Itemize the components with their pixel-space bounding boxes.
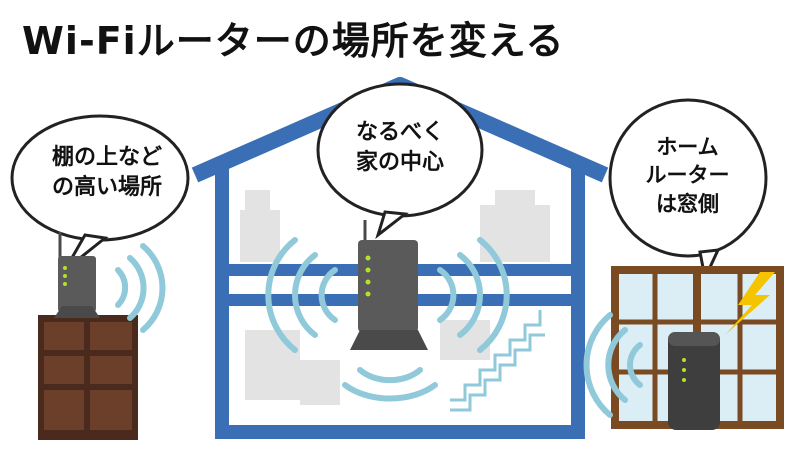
lightning-icon <box>725 272 775 335</box>
wifi-wave-icon <box>265 237 510 402</box>
bubble-center-line1: なるべく <box>355 120 444 145</box>
wifi-wave-icon <box>115 243 166 333</box>
bubble-left-line1: 棚の上など <box>51 145 162 170</box>
shelf-icon <box>38 315 138 440</box>
bubble-center-text: なるべく 家の中心 <box>320 118 480 177</box>
page-title: Wi-Fiルーターの場所を変える <box>22 19 565 63</box>
router-icon <box>54 232 100 318</box>
bubble-right <box>608 98 768 258</box>
router-icon <box>350 220 428 350</box>
bubble-right-line2: ルーター <box>645 163 730 188</box>
bubble-left-line2: の高い場所 <box>51 174 162 200</box>
house-icon <box>191 77 609 439</box>
bubble-right-line1: ホーム <box>656 135 719 159</box>
bubble-right-text: ホーム ルーター は窓側 <box>615 133 760 218</box>
bubble-center-line2: 家の中心 <box>355 149 444 175</box>
bubble-left-text: 棚の上など の高い場所 <box>12 143 202 202</box>
home-router-icon <box>668 332 720 430</box>
wifi-wave-icon <box>583 312 643 418</box>
bubble-right-line3: は窓側 <box>656 191 719 216</box>
speech-bubbles <box>10 82 768 283</box>
